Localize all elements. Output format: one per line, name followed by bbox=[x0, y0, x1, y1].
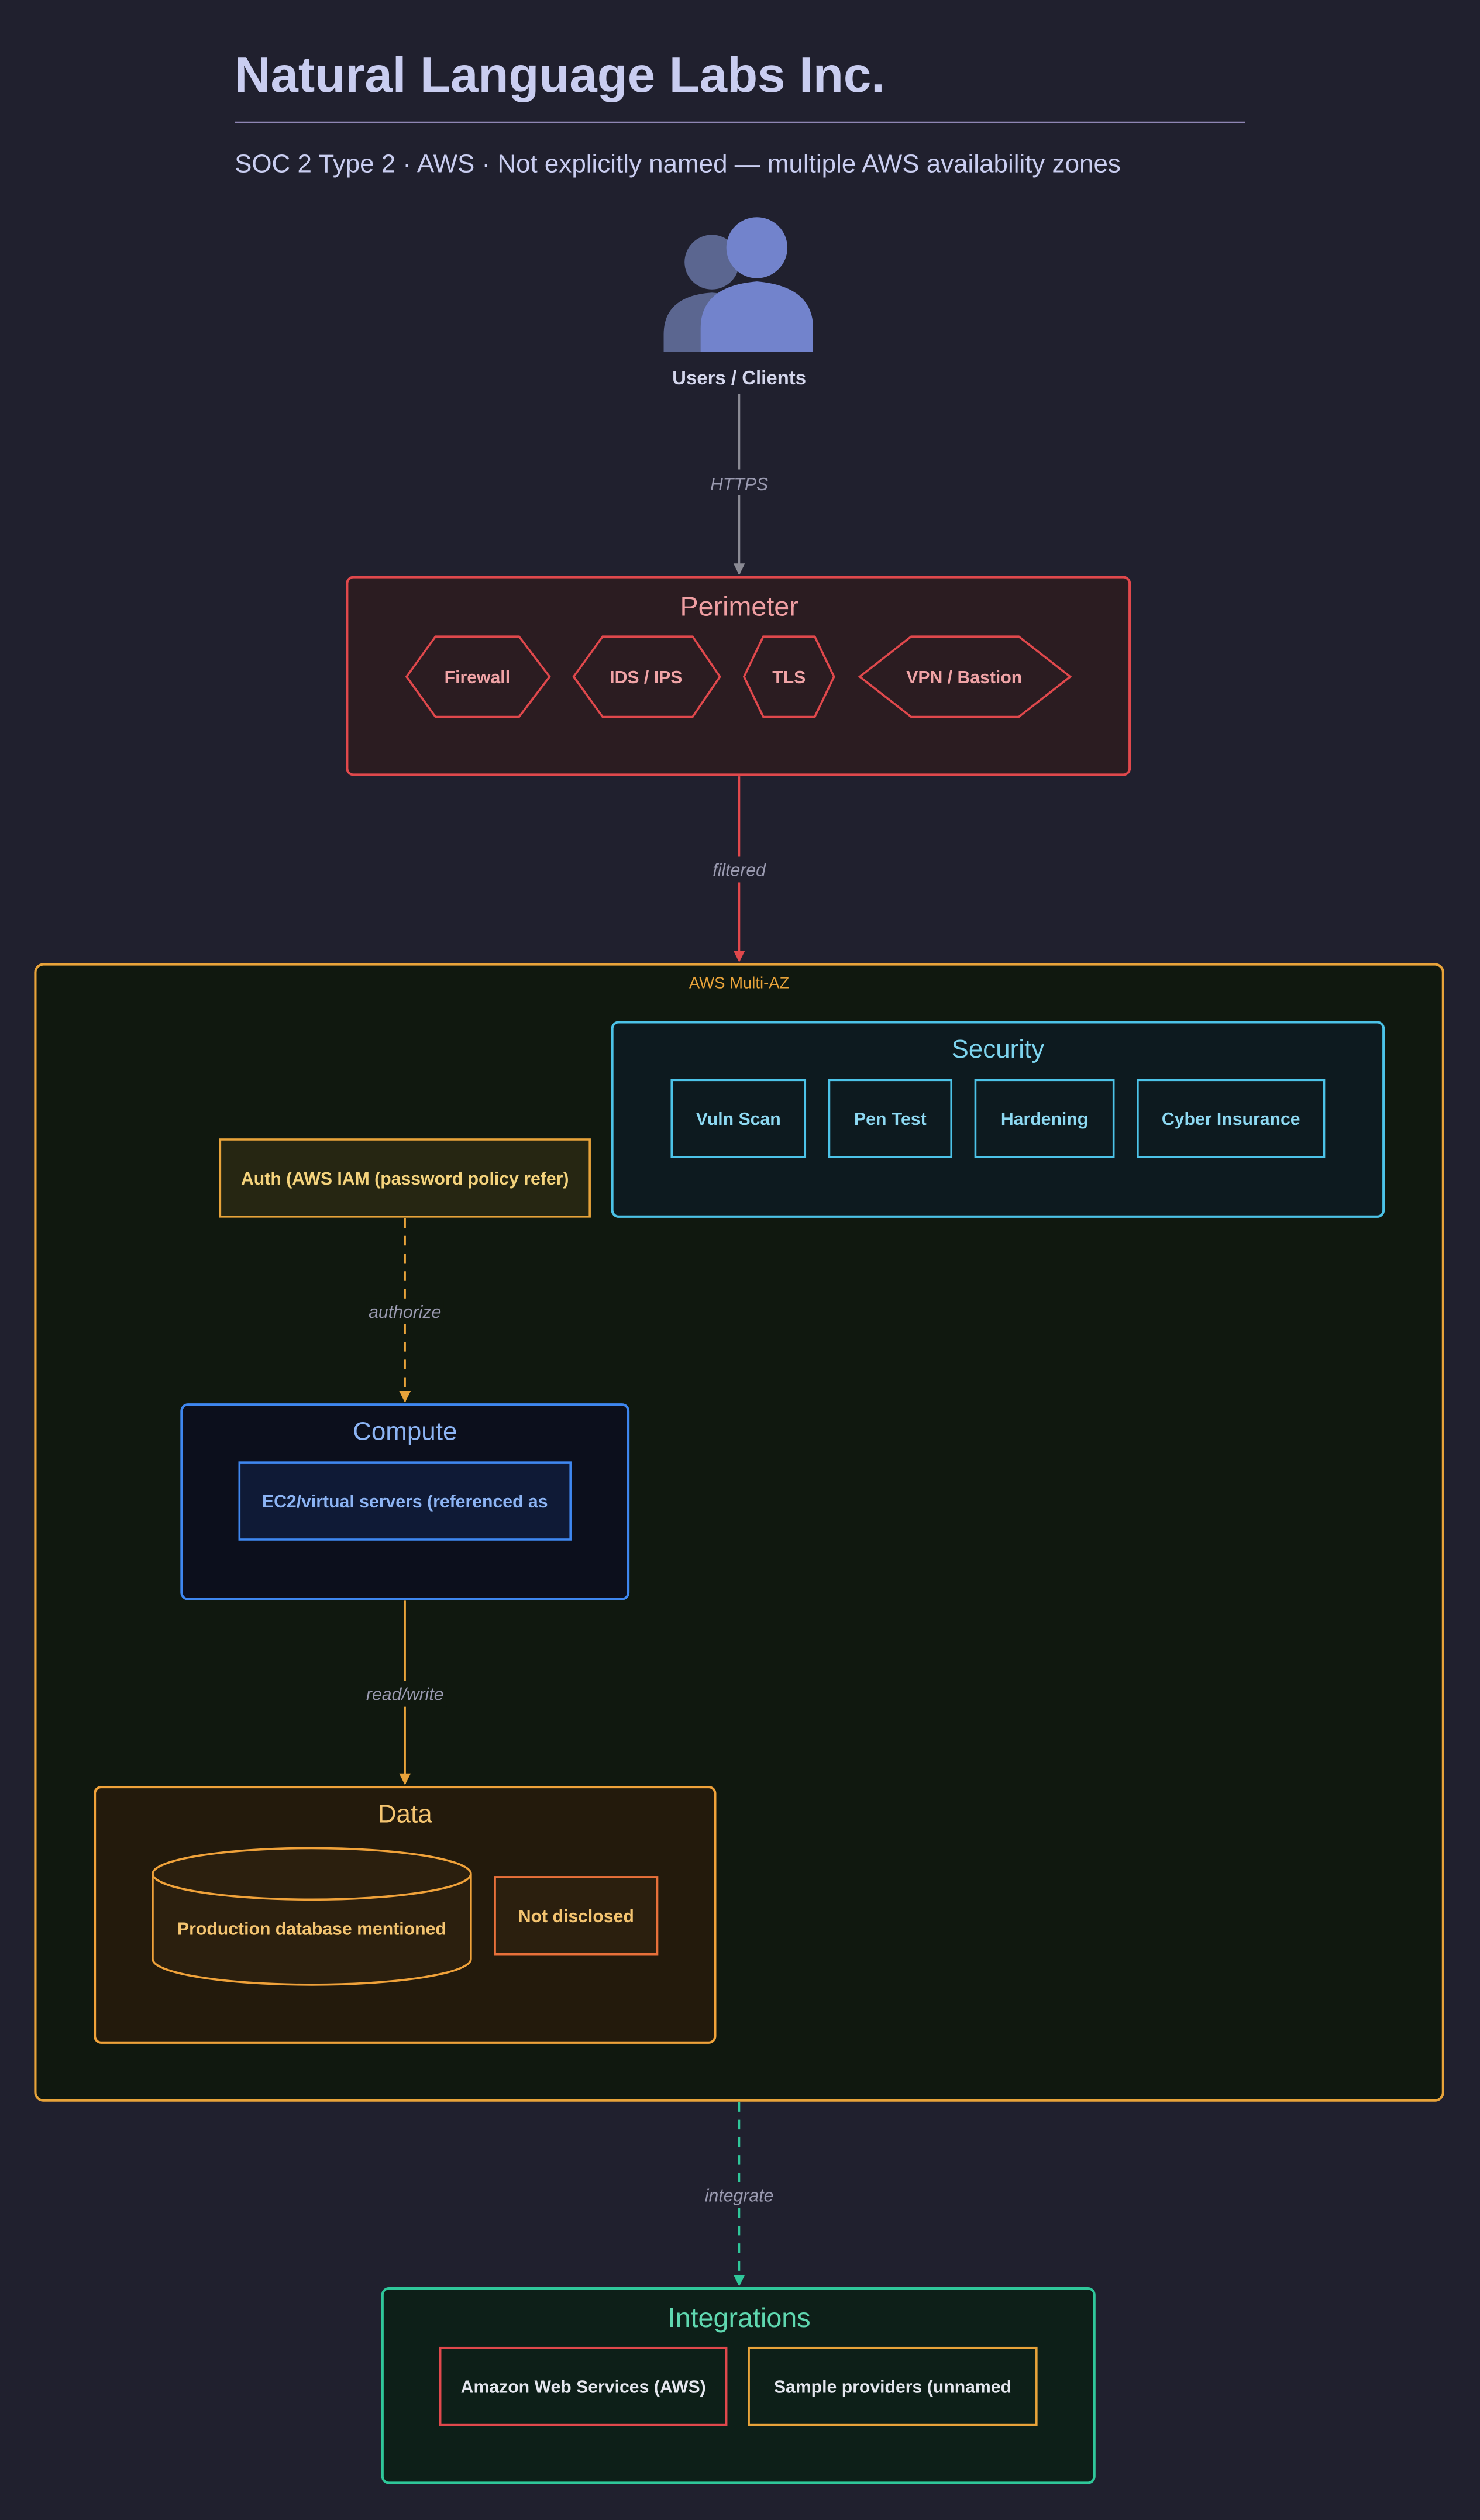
cyber-insurance-label: Cyber Insurance bbox=[1162, 1110, 1300, 1129]
cyber-insurance-node bbox=[1137, 1079, 1326, 1158]
auth-label: Auth (AWS IAM (password policy refer) bbox=[241, 1169, 569, 1189]
data-zone: Data Production database mentioned Not d… bbox=[94, 1785, 717, 2044]
ids-ips-node bbox=[572, 635, 721, 718]
perimeter-title: Perimeter bbox=[680, 591, 798, 621]
edge-label-https: HTTPS bbox=[710, 475, 768, 494]
data-title: Data bbox=[378, 1799, 432, 1828]
ec2-node bbox=[238, 1461, 572, 1541]
database-cylinder bbox=[152, 1847, 472, 1986]
security-title: Security bbox=[952, 1035, 1045, 1063]
hardening-node bbox=[974, 1079, 1115, 1158]
compute-title: Compute bbox=[353, 1417, 457, 1446]
tls-node bbox=[742, 635, 835, 718]
pen-test-label: Pen Test bbox=[854, 1110, 927, 1129]
edge-label-filtered: filtered bbox=[713, 860, 766, 880]
vuln-scan-node bbox=[670, 1079, 807, 1158]
edge-label-read-write: read/write bbox=[366, 1685, 444, 1705]
edge-label-bg bbox=[366, 1298, 444, 1324]
perimeter-zone: Perimeter Firewall IDS / IPS TLS VPN / B… bbox=[346, 576, 1131, 776]
tls-label: TLS bbox=[772, 668, 806, 687]
firewall-label: Firewall bbox=[445, 668, 510, 687]
edge-label-bg bbox=[700, 2182, 778, 2208]
users-icon bbox=[663, 217, 813, 352]
auth-node: Auth (AWS IAM (password policy refer) bbox=[219, 1138, 591, 1218]
sample-providers-label: Sample providers (unnamed bbox=[774, 2378, 1011, 2397]
edge-label-bg bbox=[704, 856, 775, 883]
not-disclosed-label: Not disclosed bbox=[518, 1907, 634, 1926]
firewall-node bbox=[405, 635, 551, 718]
page-title: Natural Language Labs Inc. bbox=[235, 47, 885, 103]
security-zone: Security Vuln Scan Pen Test Hardening Cy… bbox=[611, 1021, 1385, 1218]
aws-integration-label: Amazon Web Services (AWS) bbox=[461, 2378, 706, 2397]
vpn-bastion-node bbox=[858, 635, 1072, 718]
edge-label-bg bbox=[707, 469, 772, 495]
edge-label-integrate: integrate bbox=[705, 2187, 774, 2206]
edge-label-bg bbox=[363, 1681, 447, 1707]
edge-label-authorize: authorize bbox=[369, 1303, 441, 1322]
hardening-label: Hardening bbox=[1001, 1110, 1088, 1129]
users-label: Users / Clients bbox=[672, 367, 806, 388]
integrations-zone: Integrations Amazon Web Services (AWS) S… bbox=[381, 2287, 1096, 2484]
page-subtitle: SOC 2 Type 2 · AWS · Not explicitly name… bbox=[235, 149, 1121, 178]
sample-providers-node bbox=[748, 2346, 1038, 2426]
database-label: Production database mentioned bbox=[177, 1920, 446, 1939]
compute-zone: Compute EC2/virtual servers (referenced … bbox=[180, 1403, 630, 1600]
vuln-scan-label: Vuln Scan bbox=[696, 1110, 781, 1129]
ec2-label: EC2/virtual servers (referenced as bbox=[262, 1492, 548, 1512]
aws-integration-node bbox=[439, 2346, 728, 2426]
cloud-label: AWS Multi-AZ bbox=[689, 974, 789, 992]
pen-test-node bbox=[828, 1079, 953, 1158]
vpn-bastion-label: VPN / Bastion bbox=[906, 668, 1022, 687]
integrations-title: Integrations bbox=[668, 2302, 811, 2333]
not-disclosed-node bbox=[494, 1876, 659, 1956]
ids-ips-label: IDS / IPS bbox=[610, 668, 682, 687]
